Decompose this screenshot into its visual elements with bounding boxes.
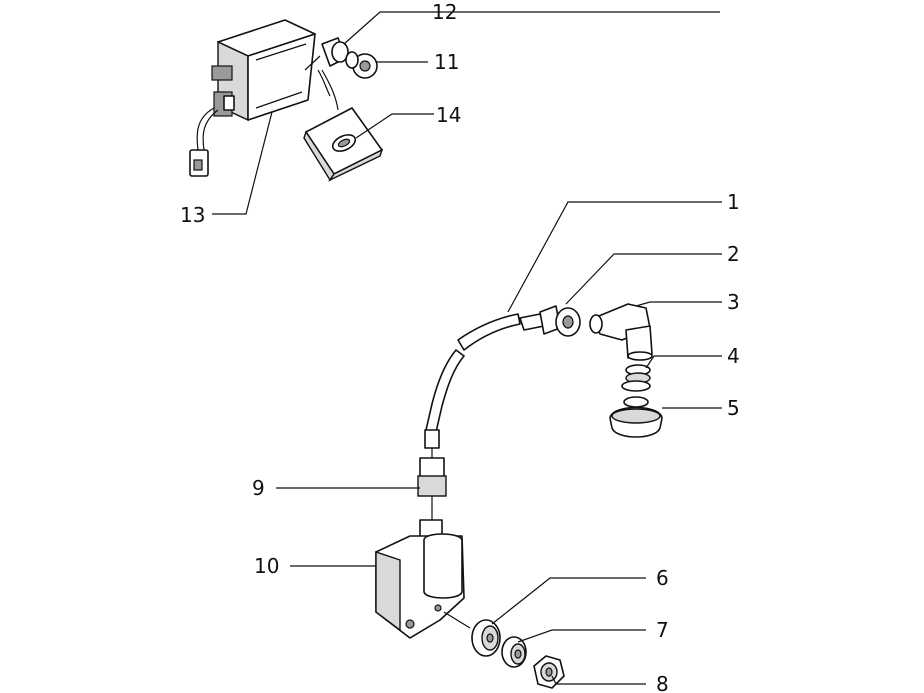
leader-14	[355, 113, 434, 139]
callout-10: 10	[254, 554, 279, 578]
callout-3: 3	[727, 290, 740, 314]
part-12-connector	[317, 37, 349, 111]
part-6-washer	[471, 619, 501, 657]
leader-2	[565, 253, 722, 305]
part-8-nut	[533, 655, 565, 689]
leader-7	[517, 629, 646, 643]
leader-12	[343, 11, 720, 45]
part-4-spring	[621, 364, 651, 392]
leader-lines	[212, 11, 722, 685]
callout-5: 5	[727, 396, 740, 420]
leader-13	[212, 111, 273, 215]
callout-14: 14	[436, 103, 461, 127]
part-5-rubber-cover	[609, 396, 663, 438]
leader-8	[551, 675, 646, 685]
callout-8: 8	[656, 672, 669, 693]
part-10-ignition-coil	[375, 519, 471, 639]
part-9-cable-connector	[417, 448, 447, 520]
callout-labels: 12 11 14 13 1 2 3 4 5 9 10 6 7 8	[180, 0, 740, 693]
part-1-ht-cable	[424, 313, 521, 449]
leader-1	[507, 201, 722, 313]
part-7-washer	[501, 636, 527, 668]
leader-6	[491, 577, 646, 625]
part-11-nut	[345, 51, 378, 79]
callout-1: 1	[727, 190, 740, 214]
callout-12: 12	[432, 0, 457, 24]
callout-7: 7	[656, 618, 669, 642]
part-3-spark-plug-cap	[589, 303, 653, 361]
callout-2: 2	[727, 242, 740, 266]
leader-3	[635, 301, 722, 307]
callout-11: 11	[434, 50, 459, 74]
part-13-control-unit	[189, 19, 321, 177]
part-2-cap-connector	[519, 305, 581, 337]
callout-6: 6	[656, 566, 669, 590]
callout-13: 13	[180, 203, 205, 227]
callout-9: 9	[252, 476, 265, 500]
leader-4	[645, 355, 722, 369]
part-14-rubber-pad	[303, 107, 384, 182]
callout-4: 4	[727, 344, 740, 368]
